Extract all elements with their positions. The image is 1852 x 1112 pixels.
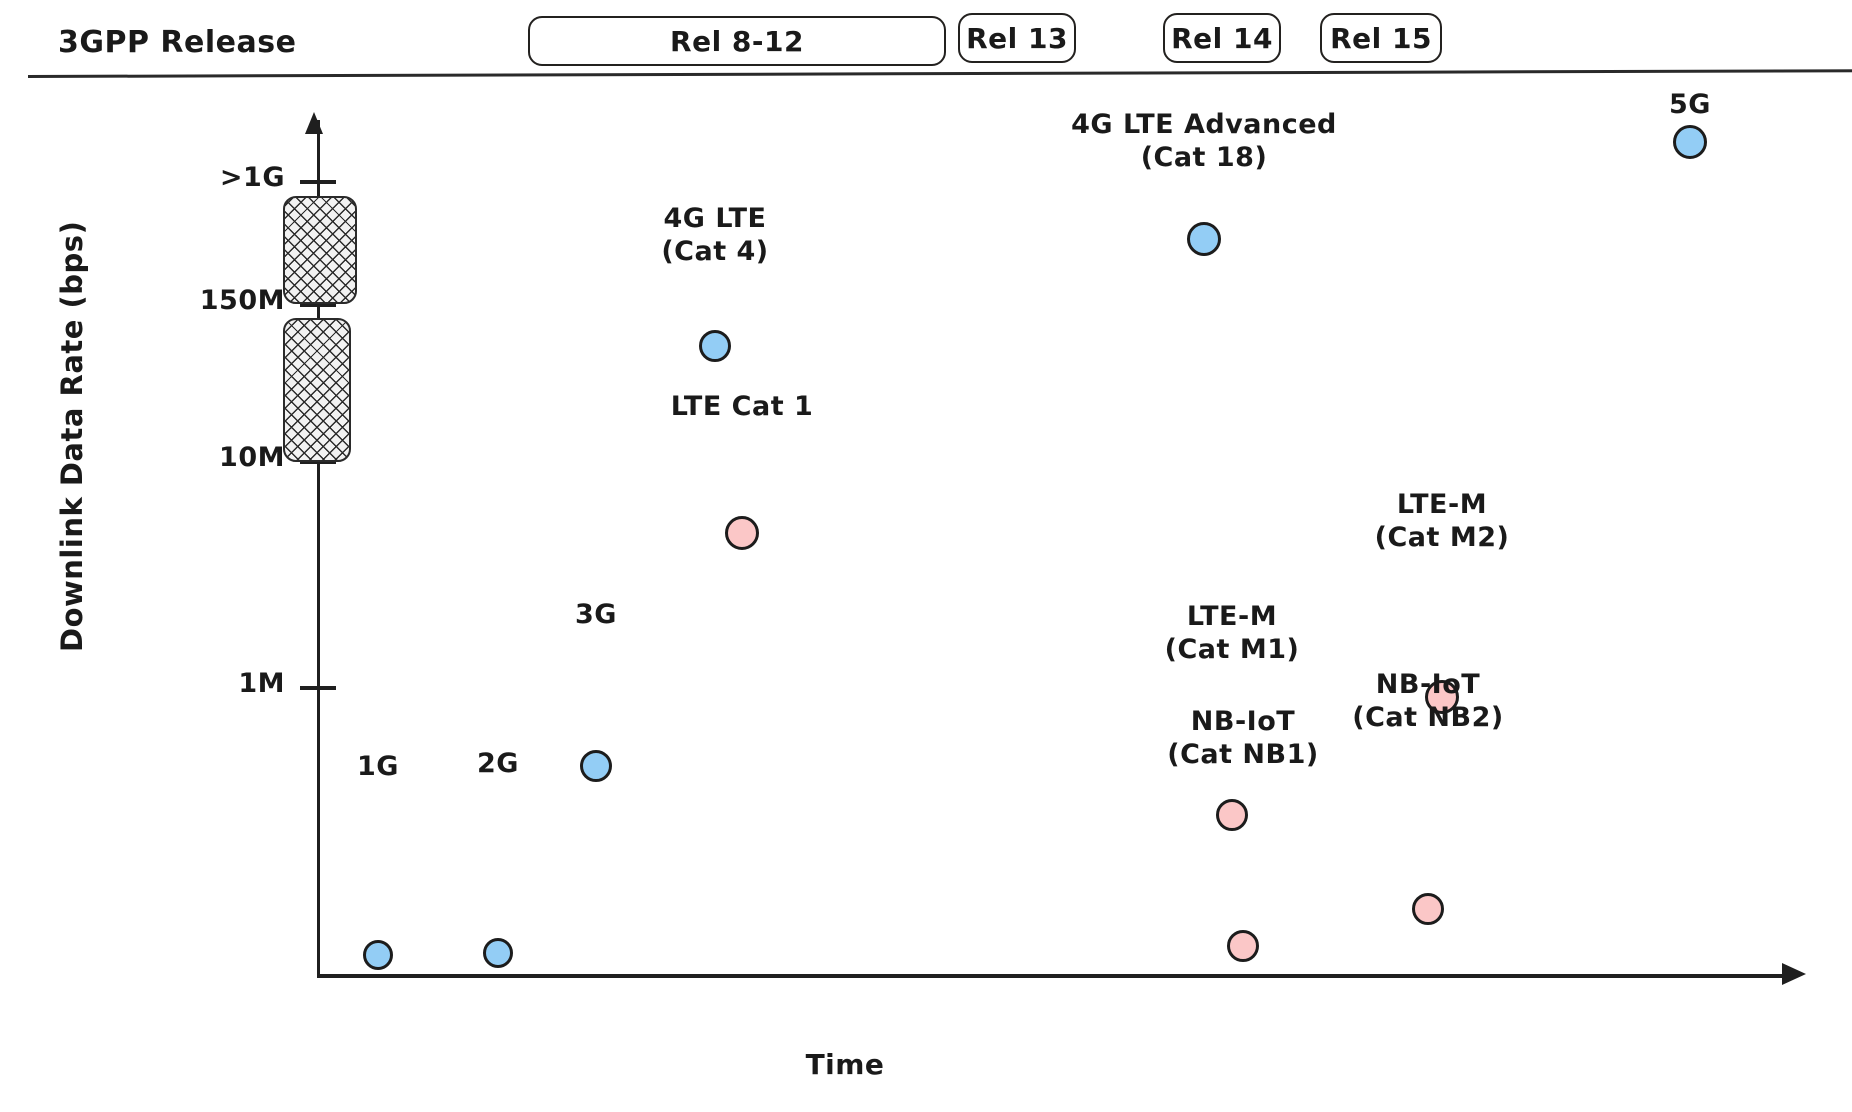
data-point-label: LTE-M (Cat M2) <box>1374 489 1510 553</box>
data-point[interactable] <box>725 516 759 550</box>
release-pill[interactable]: Rel 13 <box>958 13 1076 63</box>
data-point[interactable] <box>1673 125 1707 159</box>
data-point[interactable] <box>483 938 513 968</box>
release-pill[interactable]: Rel 14 <box>1163 13 1281 63</box>
y-axis-tick-mark <box>300 303 336 307</box>
y-axis-tick-mark <box>300 460 336 464</box>
x-axis-arrow-icon <box>1782 963 1806 985</box>
data-point-label: 3G <box>575 599 617 630</box>
release-pill[interactable]: Rel 8-12 <box>528 16 946 66</box>
y-axis-arrow-icon <box>305 112 323 134</box>
data-point[interactable] <box>1412 893 1444 925</box>
data-point-label: NB-IoT (Cat NB2) <box>1352 669 1504 733</box>
data-point[interactable] <box>699 330 731 362</box>
data-point[interactable] <box>1227 930 1259 962</box>
data-point-label: 4G LTE (Cat 4) <box>661 203 769 267</box>
data-point[interactable] <box>1216 799 1248 831</box>
data-point[interactable] <box>1425 680 1459 714</box>
y-axis-tick-label: 10M <box>219 442 285 473</box>
y-axis-title: Downlink Data Rate (bps) <box>55 220 89 652</box>
data-point-label: 1G <box>357 751 399 782</box>
x-axis-title: Time <box>805 1048 885 1081</box>
x-axis-line <box>317 974 1787 978</box>
axis-break-upper <box>283 196 357 304</box>
data-point[interactable] <box>1187 222 1221 256</box>
y-axis-tick-label: 150M <box>199 285 285 316</box>
data-point[interactable] <box>580 750 612 782</box>
y-axis-tick-label: >1G <box>219 162 285 193</box>
axis-break-lower <box>283 318 351 462</box>
y-axis-tick-mark <box>300 686 336 690</box>
y-axis-line <box>317 120 320 978</box>
data-point-label: LTE Cat 1 <box>670 391 814 422</box>
release-pill[interactable]: Rel 15 <box>1320 13 1442 63</box>
y-axis-tick-mark <box>300 180 336 184</box>
data-point-label: 4G LTE Advanced (Cat 18) <box>1071 109 1337 173</box>
y-axis-tick-label: 1M <box>238 668 285 699</box>
data-point-label: LTE-M (Cat M1) <box>1164 601 1300 665</box>
data-point[interactable] <box>363 940 393 970</box>
data-point-label: 2G <box>477 748 519 779</box>
page-title: 3GPP Release <box>58 25 297 60</box>
data-point-label: 5G <box>1669 89 1711 120</box>
data-point-label: NB-IoT (Cat NB1) <box>1167 706 1319 770</box>
